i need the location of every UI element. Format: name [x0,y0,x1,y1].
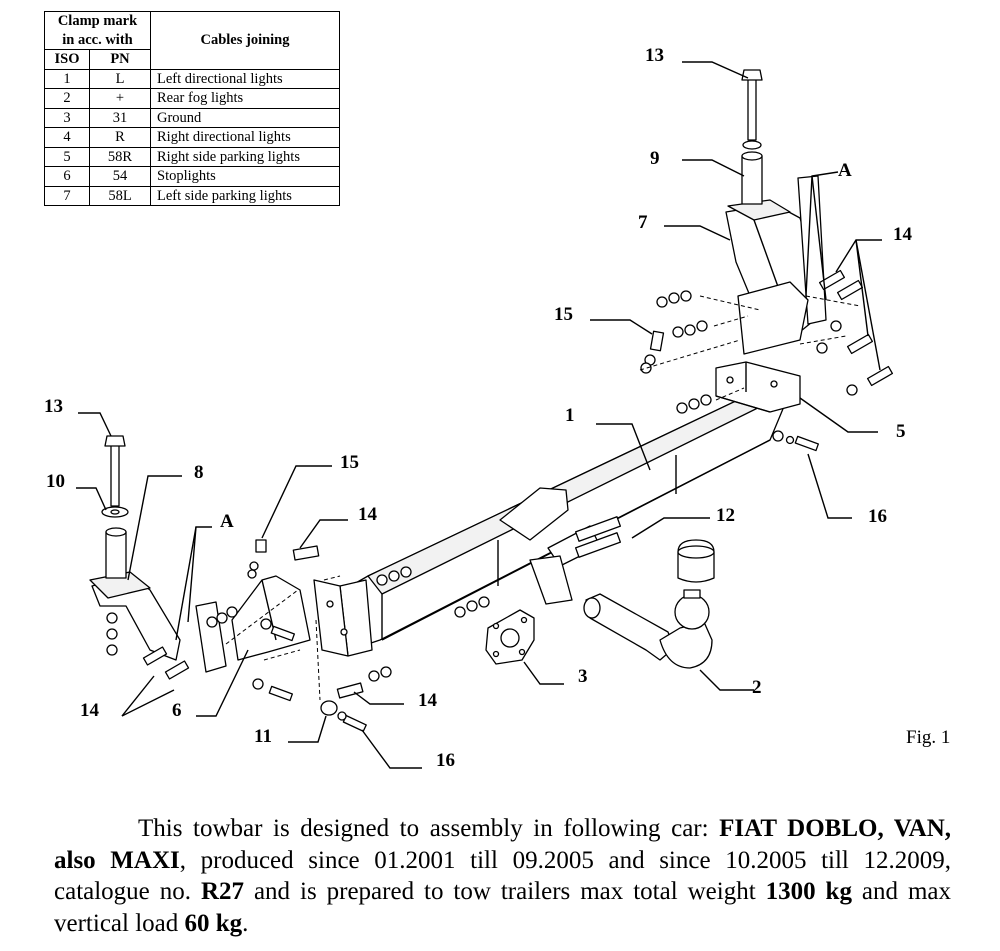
left-top-bolt-part [104,435,126,507]
right-spacer-pin-part [741,151,763,205]
callout-14-bottom: 14 [418,690,438,711]
socket-plate-part [485,609,535,665]
left-washer-part [101,506,129,518]
callout-3: 3 [578,666,588,687]
catalogue-number: R27 [200,878,244,905]
callout-12: 12 [716,505,735,526]
callout-15-left: 15 [340,452,359,473]
tow-ball-part [583,589,713,669]
callout-13-left: 13 [44,396,63,417]
callout-11: 11 [254,726,272,747]
callout-2: 2 [752,677,762,698]
hook-holder-part [499,487,622,605]
tow-ball-cap-part [677,539,715,583]
left-side-bracket-part [89,571,311,673]
right-side-bracket-part [725,175,827,355]
callout-a-left: A [220,511,234,532]
callout-7: 7 [638,212,648,233]
cables-joining-header: Cables joining [150,11,340,70]
left-mounting-plate-part [313,579,373,657]
cable-description-cell: Left side parking lights [150,185,340,206]
callout-8: 8 [194,462,204,483]
figure-label: Fig. 1 [906,727,951,748]
cable-description-cell: Right directional lights [150,127,340,148]
clamp-mark-header: Clamp mark in acc. with [44,11,151,50]
callout-14-mid: 14 [358,504,378,525]
iso-cell: 7 [44,185,90,206]
pn-cell: 58L [89,185,151,206]
callout-14-right: 14 [893,224,913,245]
callout-9: 9 [650,148,660,169]
pn-cell: 54 [89,166,151,187]
cable-description-cell: Right side parking lights [150,146,340,167]
callout-1: 1 [565,405,575,426]
callout-15-right: 15 [554,304,573,325]
callout-leaders [76,61,882,769]
callout-6: 6 [172,700,182,721]
description-paragraph: This towbar is designed to assembly in f… [54,815,951,937]
max-vertical-load: 60 kg [184,909,243,937]
towbar-assembly-drawing: 13 9 7 A 14 15 1 5 16 12 2 3 13 10 8 A 1… [44,45,913,771]
right-nuts-group [639,290,861,414]
pn-cell: 31 [89,107,151,128]
callout-a-right: A [838,160,852,181]
callout-16-right: 16 [868,506,887,527]
cable-description-cell: Ground [150,107,340,128]
right-bolts-group [772,269,894,452]
callout-13-top: 13 [645,45,664,66]
pn-header: PN [89,49,151,70]
left-spacer-pin-part [105,527,127,579]
car-model: FIAT DOBLO, VAN, also MAXI [54,815,951,874]
left-bolts-group [106,539,490,732]
cable-description-cell: Stoplights [150,166,340,187]
right-mounting-plate-part [715,361,801,413]
callout-16-bottom: 16 [436,750,455,771]
callout-14-left: 14 [80,700,100,721]
callout-5: 5 [896,421,906,442]
max-total-weight: 1300 kg [765,878,852,905]
right-top-bolt-part [741,69,763,150]
callout-10: 10 [46,471,65,492]
cables-joining-table: Clamp mark in acc. with Cables joining I… [44,11,340,206]
callout-labels: 13 9 7 A 14 15 1 5 16 12 2 3 13 10 8 A 1… [44,45,913,771]
